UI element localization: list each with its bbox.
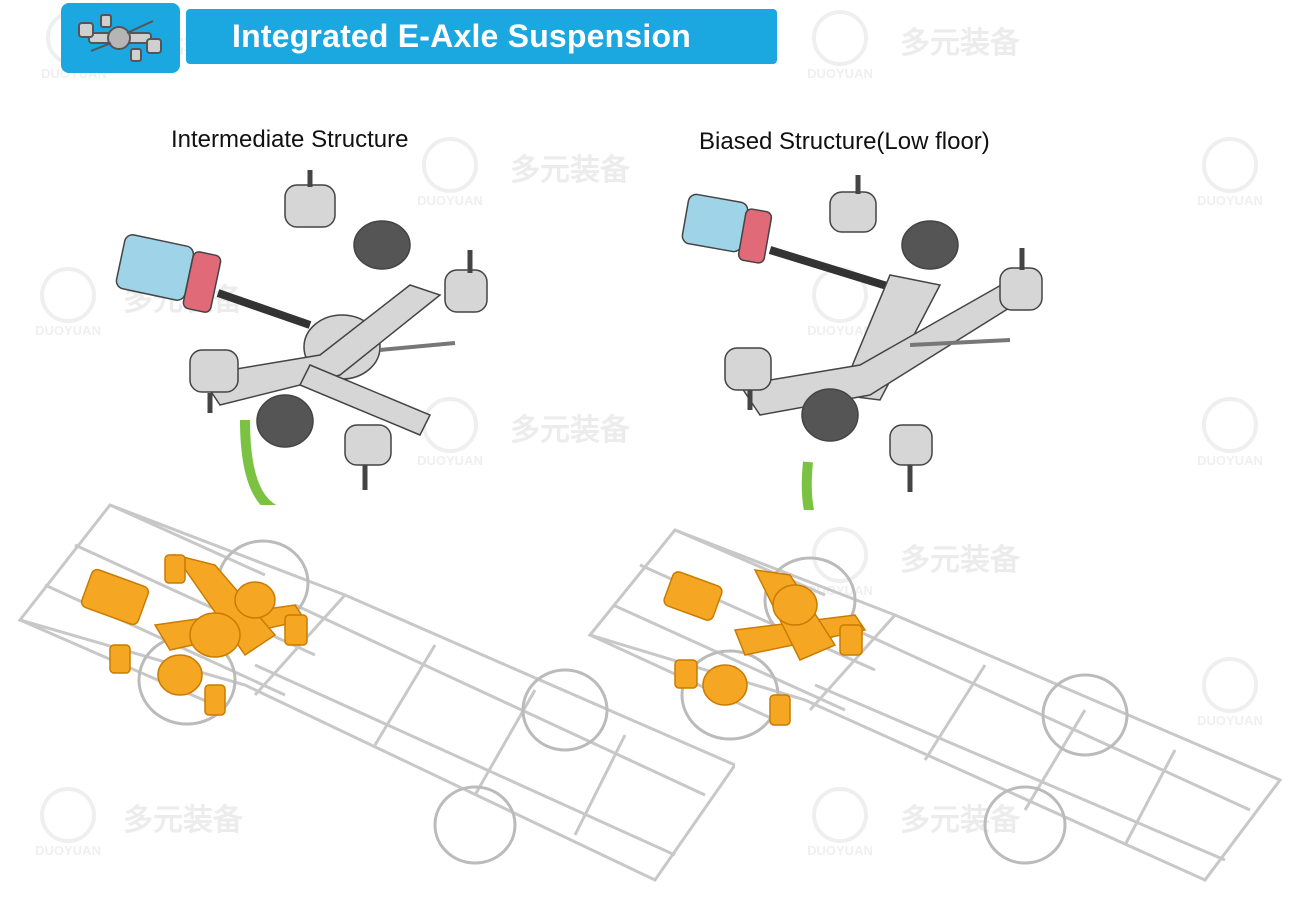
- axle-assembly-icon: [78, 14, 162, 62]
- watermark-brand: DUOYUAN: [35, 323, 101, 335]
- intermediate-chassis-image: [15, 495, 738, 895]
- watermark: 多元装备 DUOYUAN: [790, 8, 1050, 78]
- watermark-brand: DUOYUAN: [807, 66, 873, 78]
- watermark: DUOYUAN: [1180, 135, 1297, 205]
- watermark-brand: DUOYUAN: [1197, 453, 1263, 465]
- watermark-brand: DUOYUAN: [1197, 193, 1263, 205]
- electric-motor: [115, 234, 222, 313]
- header-icon-tile: [61, 3, 180, 73]
- watermark: DUOYUAN: [1180, 395, 1297, 465]
- section-title-biased: Biased Structure(Low floor): [699, 128, 990, 155]
- watermark-chinese: 多元装备: [900, 26, 1021, 60]
- watermark-chinese: 多元装备: [510, 153, 631, 187]
- watermark-chinese: 多元装备: [510, 413, 631, 447]
- biased-chassis-image: [585, 520, 1285, 895]
- page-title: Integrated E-Axle Suspension: [231, 18, 692, 54]
- header-bar: Integrated E-Axle Suspension: [186, 9, 777, 64]
- section-title-intermediate: Intermediate Structure: [171, 126, 409, 153]
- intermediate-axle-assembly-image: [110, 165, 510, 530]
- biased-axle-assembly-image: [680, 170, 1050, 549]
